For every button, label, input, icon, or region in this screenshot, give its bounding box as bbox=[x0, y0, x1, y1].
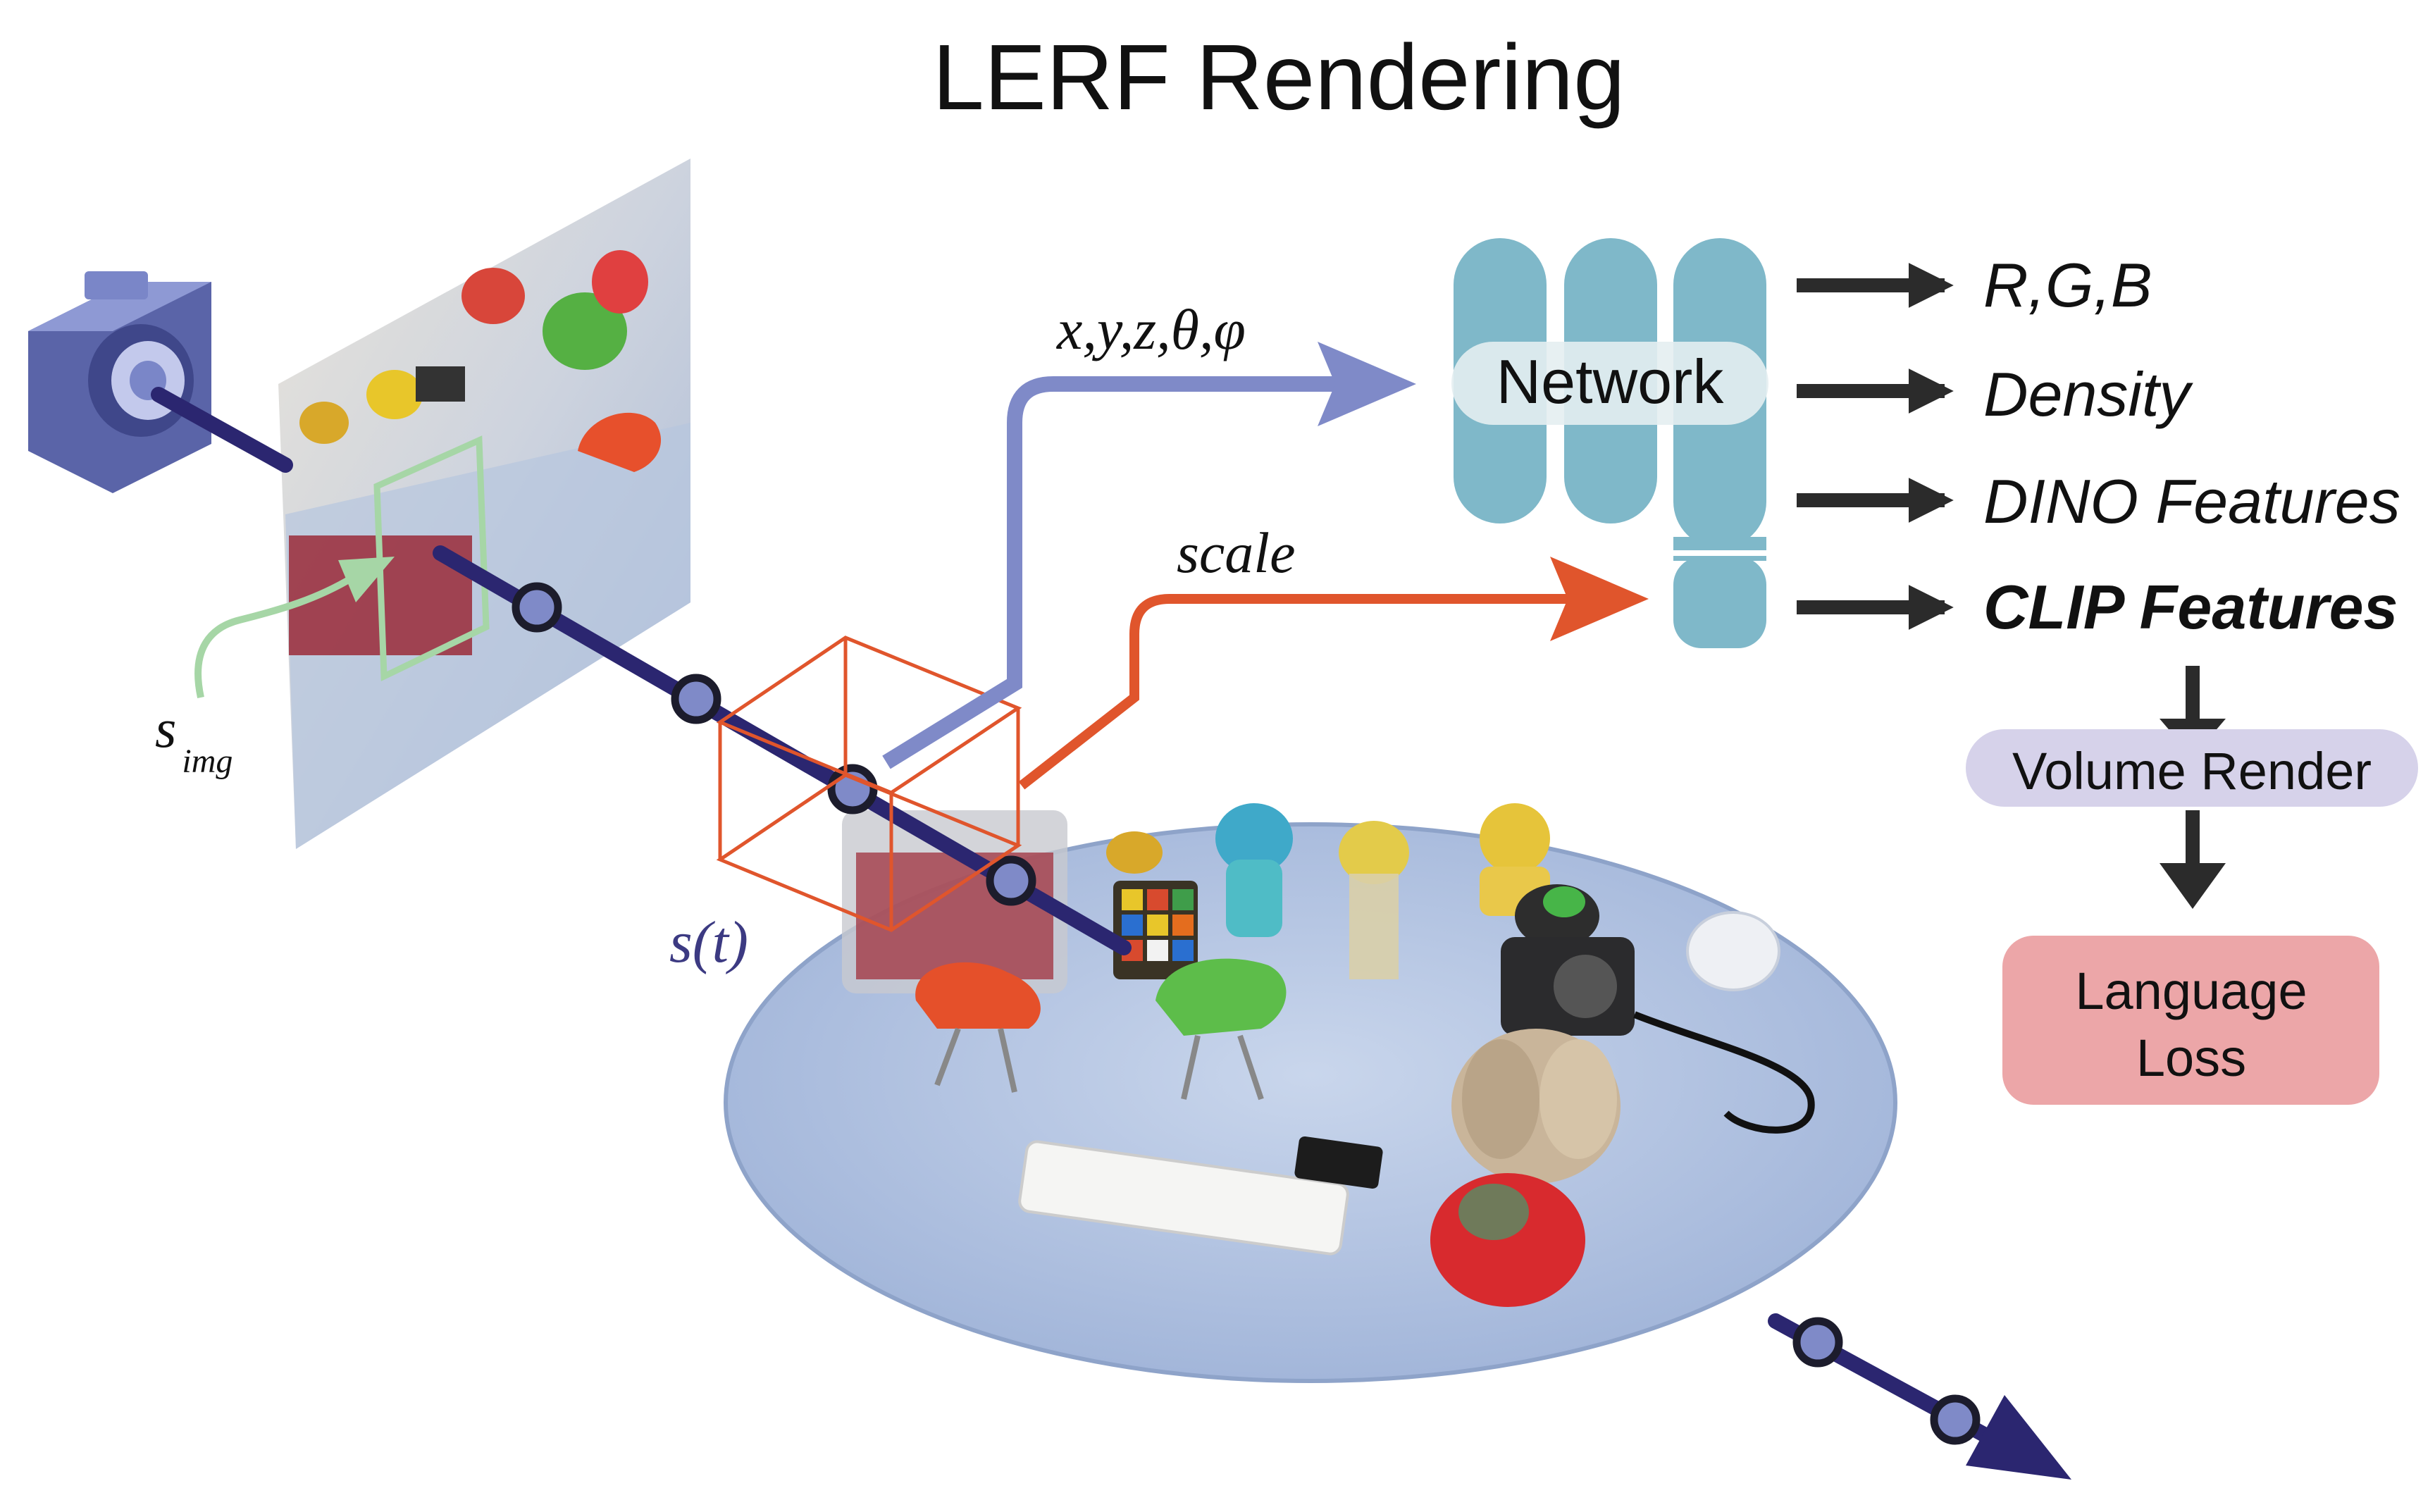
diagram-title: LERF Rendering bbox=[932, 25, 1625, 129]
scale-arrow-head bbox=[1550, 557, 1649, 641]
ray-sample-point bbox=[512, 582, 562, 633]
ray-sample-point bbox=[986, 855, 1036, 906]
output-label-density: Density bbox=[1983, 359, 2193, 429]
position-label: x,y,z,θ,φ bbox=[1056, 297, 1246, 361]
scale-cube bbox=[716, 636, 1022, 932]
ray-scale-label: s(t) bbox=[669, 910, 748, 975]
ray-sample-point bbox=[671, 674, 721, 724]
render-to-loss-arrow-head bbox=[2160, 863, 2226, 909]
output-arrows bbox=[1797, 262, 1954, 631]
network-block: Network bbox=[1451, 238, 1768, 648]
s-img-arrow-head bbox=[338, 557, 395, 602]
scale-arrow bbox=[1018, 594, 1578, 790]
volume-render-box: Volume Render bbox=[1966, 729, 2418, 807]
loss-label-line2: Loss bbox=[2136, 1029, 2246, 1087]
output-label-rgb: R,G,B bbox=[1983, 250, 2152, 320]
camera-icon bbox=[28, 271, 211, 493]
scene-objects bbox=[842, 803, 1815, 1307]
language-loss-box: Language Loss bbox=[2002, 936, 2379, 1105]
position-arrow-head bbox=[1318, 342, 1416, 426]
output-labels: R,G,B Density DINO Features CLIP Feature… bbox=[1983, 250, 2400, 642]
ray-sample-point bbox=[827, 764, 878, 814]
s-img-arrow bbox=[194, 574, 354, 699]
output-label-dino: DINO Features bbox=[1983, 466, 2400, 536]
loss-label-line1: Language bbox=[2075, 962, 2307, 1020]
crop-box bbox=[373, 435, 490, 682]
volume-render-label: Volume Render bbox=[2012, 742, 2372, 800]
ray-sample-points bbox=[512, 582, 1981, 1445]
ray-sample-point bbox=[1792, 1317, 1843, 1368]
output-label-clip: CLIP Features bbox=[1983, 572, 2398, 642]
s-img-label: simg bbox=[155, 698, 233, 780]
network-label: Network bbox=[1497, 347, 1725, 416]
scale-label: scale bbox=[1177, 521, 1295, 585]
ray-sample-point bbox=[1930, 1394, 1981, 1445]
position-arrow bbox=[882, 376, 1353, 769]
